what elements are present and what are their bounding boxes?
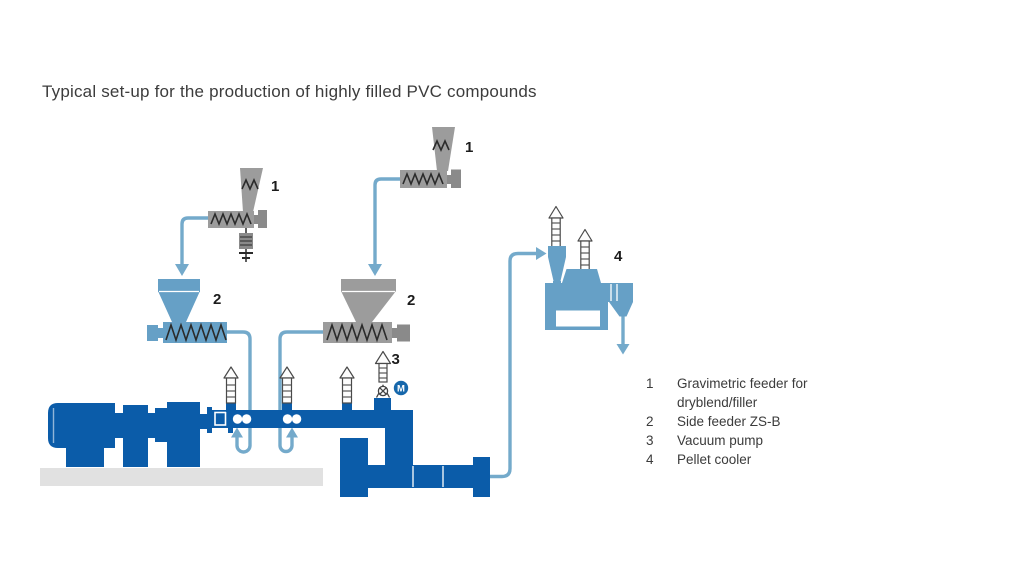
barrel-support bbox=[340, 438, 368, 497]
twin-screw-icon bbox=[291, 414, 302, 424]
motor-base bbox=[66, 448, 104, 467]
legend-item-text: Side feeder ZS-B bbox=[677, 414, 781, 429]
label-feeder-left: 1 bbox=[271, 178, 279, 195]
sidefeeder-barrel bbox=[163, 322, 227, 343]
discharge-barrel bbox=[368, 465, 475, 488]
motor-badge bbox=[393, 380, 409, 396]
gearbox-block bbox=[167, 402, 200, 467]
side-feeder-left bbox=[147, 279, 227, 343]
extruder-barrel bbox=[233, 410, 387, 428]
label-pellet-cooler: 4 bbox=[614, 248, 623, 265]
sidefeeder-hopper bbox=[341, 279, 396, 291]
pipe-feeder-top-to-sidefeeder bbox=[368, 177, 401, 276]
pipe-die-to-pellet-cooler bbox=[490, 247, 547, 479]
vacuum-port-stub bbox=[374, 398, 391, 411]
up-arrow-icon bbox=[577, 228, 593, 242]
svg-text:M: M bbox=[397, 384, 405, 395]
label-feeder-top: 1 bbox=[465, 139, 473, 156]
vent-port-icon bbox=[223, 366, 239, 404]
gearbox-block bbox=[123, 405, 148, 467]
screw-icon bbox=[165, 322, 227, 343]
sidefeeder-hopper bbox=[158, 279, 200, 292]
pellet-cooler bbox=[545, 205, 633, 330]
extruder bbox=[48, 398, 490, 497]
side-feeder-right bbox=[323, 279, 410, 343]
twin-screw-icon bbox=[232, 414, 243, 424]
feeder-knob bbox=[451, 169, 461, 188]
screw-icon bbox=[432, 139, 450, 152]
legend: 1 Gravimetric feeder for dryblend/filler… bbox=[646, 374, 808, 469]
pipe-pellet-cooler-outlet bbox=[616, 316, 630, 355]
legend-item-text: dryblend/filler bbox=[677, 395, 758, 410]
coupling bbox=[212, 410, 228, 428]
discharge-block bbox=[385, 410, 413, 467]
gearbox-block bbox=[155, 408, 167, 442]
vent-port-icon bbox=[339, 366, 355, 404]
label-side-feeder-left: 2 bbox=[213, 291, 221, 308]
down-arrow-icon bbox=[616, 344, 630, 355]
up-arrow-icon bbox=[548, 205, 564, 219]
cooler-top-hat bbox=[562, 269, 601, 283]
down-arrow-icon bbox=[368, 264, 382, 276]
die-plate bbox=[473, 457, 490, 497]
vacuum-pump: M bbox=[374, 350, 409, 398]
legend-item-number: 2 bbox=[646, 414, 654, 429]
vent-port-icon bbox=[279, 366, 295, 404]
screw-icon bbox=[326, 322, 388, 343]
legend-item-number: 4 bbox=[646, 452, 654, 467]
legend-item-text: Pellet cooler bbox=[677, 452, 752, 467]
legend-item-text: Gravimetric feeder for bbox=[677, 376, 808, 391]
legend-item-text: Vacuum pump bbox=[677, 433, 764, 448]
label-vacuum-pump: 3 bbox=[392, 351, 400, 368]
twin-screw-icon bbox=[282, 414, 293, 424]
screw-icon bbox=[402, 171, 444, 187]
base-platform bbox=[40, 468, 323, 486]
page-title: Typical set-up for the production of hig… bbox=[42, 82, 537, 101]
screw-icon bbox=[241, 178, 259, 191]
up-arrow-icon bbox=[286, 427, 298, 438]
sidefeeder-knob bbox=[147, 325, 158, 341]
pipe-sidefeeder-left-to-extruder bbox=[227, 330, 252, 454]
legend-item-number: 1 bbox=[646, 376, 654, 391]
down-arrow-icon bbox=[175, 264, 189, 276]
twin-screw-icon bbox=[241, 414, 252, 424]
sidefeeder-barrel bbox=[323, 322, 392, 343]
cooler-chute bbox=[609, 302, 633, 317]
legend-item-number: 3 bbox=[646, 433, 654, 448]
gravimetric-feeder-top bbox=[400, 127, 461, 188]
up-arrow-icon bbox=[374, 350, 392, 365]
feeder-hopper bbox=[432, 127, 455, 171]
screw-icon bbox=[210, 211, 252, 227]
pipe-feeder-left-to-sidefeeder bbox=[175, 216, 209, 276]
load-cell bbox=[239, 228, 253, 262]
label-side-feeder-right: 2 bbox=[407, 292, 415, 309]
feeder-hopper bbox=[240, 168, 263, 212]
extruder-motor bbox=[48, 403, 115, 448]
right-arrow-icon bbox=[536, 247, 547, 260]
feeder-knob bbox=[258, 210, 267, 228]
gravimetric-feeder-left bbox=[208, 168, 267, 262]
up-arrow-icon bbox=[231, 427, 243, 438]
pipe-sidefeeder-right-to-extruder bbox=[278, 330, 323, 454]
cooler-outlet-block bbox=[606, 283, 633, 302]
sidefeeder-knob bbox=[397, 324, 410, 342]
cyclone bbox=[548, 246, 566, 257]
